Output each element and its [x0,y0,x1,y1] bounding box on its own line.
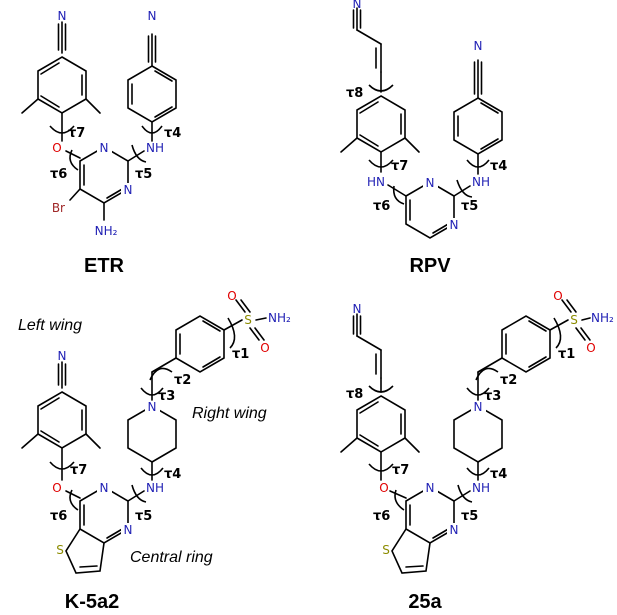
ether-o-atom: O [379,481,388,495]
ring-n-atom: N [124,523,133,537]
ring-n-atom: N [426,481,435,495]
piperidine-n-atom: N [148,400,157,414]
torsion-label-t5: τ5 [135,509,152,524]
torsion-label-t4: τ4 [164,126,181,141]
amine-nh2: NH₂ [95,224,118,238]
torsion-label-t6: τ6 [373,199,390,214]
torsion-label-t1: τ1 [558,347,575,362]
sulfonyl-o-atom: O [227,289,236,303]
compound-name-k5a2: K-5a2 [65,591,119,613]
sulfonyl-o-atom: O [553,289,562,303]
torsion-label-t2: τ2 [174,373,191,388]
torsion-label-t6: τ6 [50,167,67,182]
structure-25a: N O N N S NH N S O O NH₂ τ8 τ7 τ6 τ5 [340,289,614,613]
torsion-label-t7: τ7 [392,463,409,478]
structure-rpv: N HN N N NH N τ8 τ7 τ6 τ5 τ4 RPV [340,0,507,277]
ring-n-atom: N [450,218,459,232]
sulfonamide-nh2: NH₂ [591,311,614,325]
nitrile-n-atom: N [353,302,362,316]
sulfur-atom: S [382,543,390,557]
torsion-label-t6: τ6 [373,509,390,524]
nitrile-n-atom: N [148,9,157,23]
torsion-label-t5: τ5 [461,509,478,524]
amine-nh: NH [472,175,490,189]
torsion-label-t2: τ2 [500,373,517,388]
compound-name-etr: ETR [84,255,125,277]
torsion-label-t8: τ8 [346,387,363,402]
structure-etr: N O N N Br NH₂ NH N τ7 τ6 τ5 τ4 ETR [21,9,181,277]
nitrile-n-atom: N [353,0,362,11]
amine-hn: HN [367,175,385,189]
structure-k5a2: Left wing Right wing Central ring N O N … [18,289,291,613]
sulfonyl-o-atom: O [260,341,269,355]
annotation-right-wing: Right wing [192,405,267,422]
nitrile-n-atom: N [474,39,483,53]
sulfonyl-s-atom: S [244,313,252,327]
sulfonyl-s-atom: S [570,313,578,327]
nitrile-n-atom: N [58,349,67,363]
ring-n-atom: N [426,176,435,190]
torsion-label-t3: τ3 [484,389,501,404]
compound-name-rpv: RPV [409,255,451,277]
bromine-atom: Br [52,201,65,215]
sulfur-atom: S [56,543,64,557]
ether-o-atom: O [52,481,61,495]
ring-n-atom: N [124,183,133,197]
torsion-label-t7: τ7 [70,463,87,478]
torsion-label-t7: τ7 [68,126,85,141]
amine-nh: NH [472,481,490,495]
nitrile-n-atom: N [58,9,67,23]
torsion-label-t5: τ5 [461,199,478,214]
ring-n-atom: N [100,481,109,495]
amine-nh: NH [146,141,164,155]
compound-name-25a: 25a [408,591,442,613]
torsion-label-t4: τ4 [164,467,181,482]
ether-o-atom: O [52,141,61,155]
torsion-label-t8: τ8 [346,86,363,101]
ring-n-atom: N [100,141,109,155]
torsion-label-t6: τ6 [50,509,67,524]
torsion-label-t4: τ4 [490,159,507,174]
torsion-label-t1: τ1 [232,347,249,362]
amine-nh: NH [146,481,164,495]
piperidine-n-atom: N [474,400,483,414]
torsion-label-t7: τ7 [391,159,408,174]
torsion-label-t4: τ4 [490,467,507,482]
annotation-central-ring: Central ring [130,549,213,566]
annotation-left-wing: Left wing [18,317,82,334]
torsion-label-t3: τ3 [158,389,175,404]
torsion-label-t5: τ5 [135,167,152,182]
sulfonyl-o-atom: O [586,341,595,355]
ring-n-atom: N [450,523,459,537]
sulfonamide-nh2: NH₂ [268,311,291,325]
